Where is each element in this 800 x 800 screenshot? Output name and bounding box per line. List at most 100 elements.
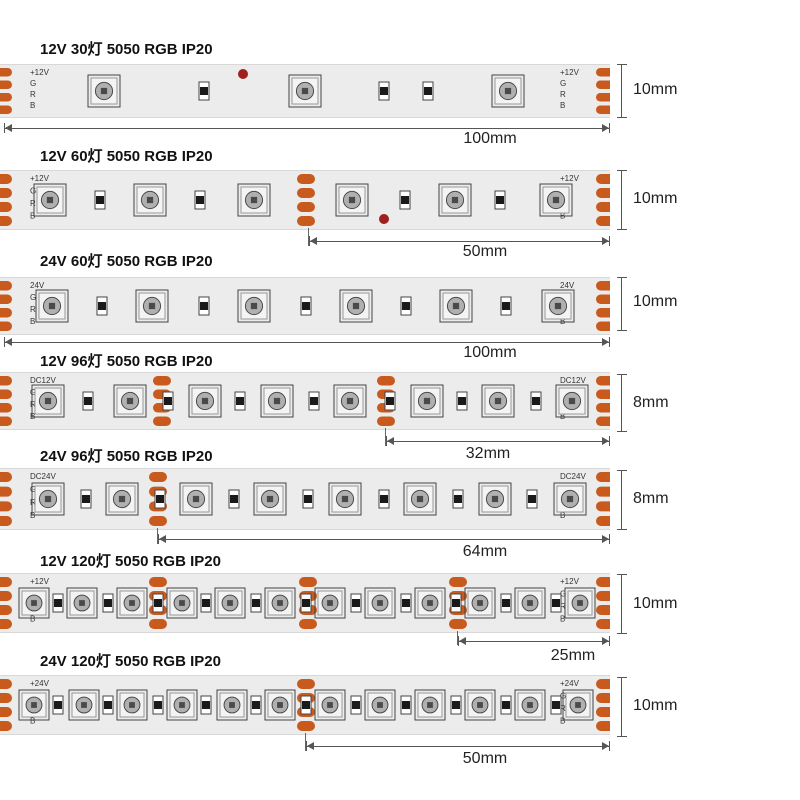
- strip-7-led-5-chip: [277, 702, 283, 708]
- strip-5-width-label: 8mm: [633, 490, 669, 507]
- strip-6-resistor-8-body: [452, 599, 460, 607]
- strip-2-right-pad-0: [596, 174, 610, 184]
- strip-7-left-pad-0: [0, 679, 12, 689]
- strip-7-resistor-9-body: [502, 701, 510, 709]
- strip-7-length-label: 50mm: [462, 750, 508, 767]
- strip-6-resistor-1-body: [104, 599, 112, 607]
- strip-6-resistor-4-body: [252, 599, 260, 607]
- strip-4-cut-0-pad-3: [153, 416, 171, 426]
- strip-4-left-pad-2: [0, 403, 12, 413]
- strip-6-led-4-frame: [214, 587, 246, 619]
- strip-2-left-pad-label-1: G: [30, 187, 36, 196]
- strip-3-right-pad-2: [596, 308, 610, 318]
- strip-6-led-2-chip: [129, 600, 135, 606]
- strip-7-resistor-0-body: [54, 701, 62, 709]
- strip-5-left-pad-label-2: R: [30, 498, 36, 507]
- strip-6-led-10-frame: [514, 587, 546, 619]
- strip-5-left-pad-0: [0, 472, 12, 482]
- strip-2-width-dimension: [617, 170, 627, 230]
- strip-5-cut-0-pad-3: [149, 516, 167, 526]
- strip-7-led-9-chip: [477, 702, 483, 708]
- strip-3-resistor-4-body: [502, 302, 510, 310]
- strip-1-length-label: 100mm: [463, 130, 517, 147]
- strip-5-length-dimension: [158, 534, 610, 544]
- strip-3-title: 24V 60灯 5050 RGB IP20: [40, 253, 213, 270]
- strip-7-right-pad-3: [596, 721, 610, 731]
- strip-6-right-pad-label-3: B: [560, 615, 565, 624]
- strip-2-led-1-chip: [146, 196, 154, 204]
- strip-3-led-0-chip: [48, 302, 56, 310]
- strip-6-led-0-chip: [31, 600, 37, 606]
- strip-5-led-0-frame: [31, 482, 65, 516]
- strip-5-resistor-2-body: [230, 495, 238, 503]
- strip-5-led-2-chip: [192, 495, 200, 503]
- strip-1-right-pad-label-0: +12V: [560, 68, 580, 77]
- strip-7-cut-reference: [305, 733, 306, 751]
- strip-3-left-pad-label-1: G: [30, 293, 36, 302]
- strip-5-led-1-frame: [105, 482, 139, 516]
- strip-4-led-3-chip: [273, 397, 281, 405]
- strip-3-led-3-frame: [339, 289, 373, 323]
- strip-4-left-pad-3: [0, 416, 12, 426]
- strip-7-left-pad-1: [0, 693, 12, 703]
- strip-6-led-1-frame: [66, 587, 98, 619]
- strip-6-width-dimension: [617, 574, 627, 634]
- strip-4-led-1-frame: [113, 384, 147, 418]
- strip-4-cut-reference: [385, 428, 386, 446]
- strip-6-led-7-chip: [377, 600, 383, 606]
- strip-3-left-pad-0: [0, 281, 12, 291]
- strip-6-length-dimension: [458, 636, 610, 646]
- strip-5-right-pad-0: [596, 472, 610, 482]
- strip-4-left-pad-label-1: G: [30, 388, 36, 397]
- strip-5-led-3-frame: [253, 482, 287, 516]
- strip-6-led-9-chip: [477, 600, 483, 606]
- strip-3-led-4-frame: [439, 289, 473, 323]
- strip-4-led-0-chip: [44, 397, 52, 405]
- strip-7-left-pad-3: [0, 721, 12, 731]
- strip-5-resistor-4-body: [380, 495, 388, 503]
- strip-5-led-1-chip: [118, 495, 126, 503]
- strip-3-led-5-frame: [541, 289, 575, 323]
- strip-3-drawing: 24VGRB24VGRB: [0, 281, 610, 331]
- strip-7-resistor-1-body: [104, 701, 112, 709]
- strip-5-right-pad-label-0: DC24V: [560, 472, 586, 481]
- strip-6-led-10-chip: [527, 600, 533, 606]
- strip-6-resistor-9-body: [502, 599, 510, 607]
- strip-7-width-dimension: [617, 677, 627, 737]
- strip-7-led-2-frame: [116, 689, 148, 721]
- strip-4-led-6-frame: [481, 384, 515, 418]
- strip-1-left-pad-0: [0, 68, 12, 77]
- strip-2-left-pad-2: [0, 202, 12, 212]
- strip-7-resistor-3-body: [202, 701, 210, 709]
- strip-2-title: 12V 60灯 5050 RGB IP20: [40, 148, 213, 165]
- strip-7-resistor-2-body: [154, 701, 162, 709]
- strip-4-width-label: 8mm: [633, 394, 669, 411]
- strip-1-left-pad-label-1: G: [30, 79, 36, 88]
- strip-5-led-4-frame: [328, 482, 362, 516]
- strip-3-left-pad-label-0: 24V: [30, 281, 45, 290]
- strip-5-left-pad-3: [0, 516, 12, 526]
- strip-7-resistor-10-body: [552, 701, 560, 709]
- strip-7-resistor-5-body: [302, 701, 310, 709]
- strip-1-resistor-1-body: [380, 87, 388, 95]
- strip-2-led-0-chip: [46, 196, 54, 204]
- strip-4-right-pad-2: [596, 403, 610, 413]
- strip-7-led-5-frame: [264, 689, 296, 721]
- strip-2-right-pad-2: [596, 202, 610, 212]
- strip-4-led-2-chip: [201, 397, 209, 405]
- strip-5-cut-0-pad-0: [149, 472, 167, 482]
- strip-2-led-5-chip: [552, 196, 560, 204]
- strip-7-right-pad-label-3: B: [560, 717, 565, 726]
- strip-1-marker: [238, 69, 248, 79]
- strip-7-title: 24V 120灯 5050 RGB IP20: [40, 653, 221, 670]
- strip-4-cut-0-pad-0: [153, 376, 171, 386]
- strip-3-right-pad-label-0: 24V: [560, 281, 575, 290]
- strip-4-length-label: 32mm: [465, 445, 511, 462]
- strip-6-right-pad-1: [596, 591, 610, 601]
- strip-3-left-pad-1: [0, 294, 12, 304]
- strip-3-right-pad-0: [596, 281, 610, 291]
- strip-1-right-pad-label-2: R: [560, 90, 566, 99]
- strip-6-left-pad-0: [0, 577, 12, 587]
